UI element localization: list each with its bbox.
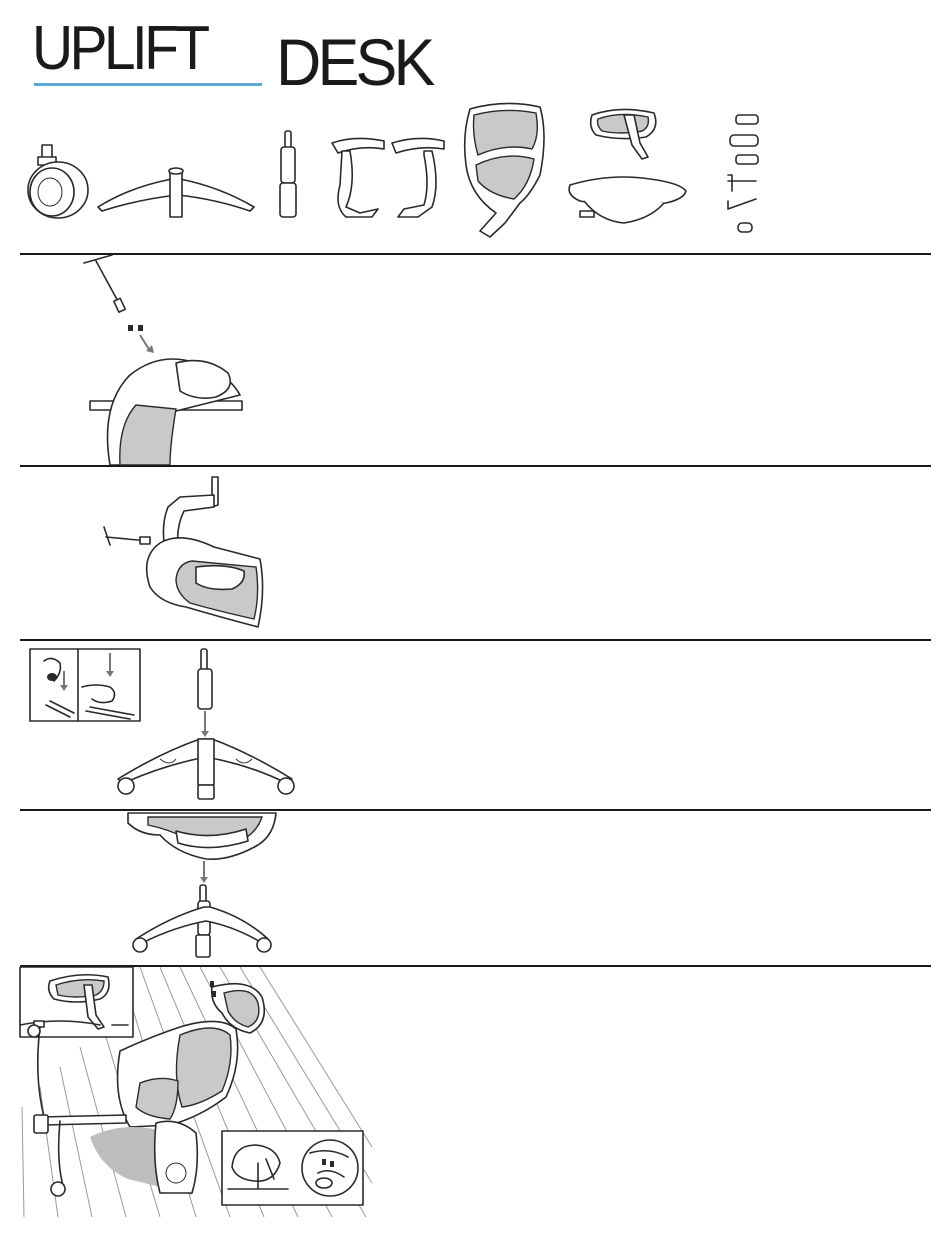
step-2-illustration (0, 467, 950, 639)
gas-cylinder-icon (280, 131, 296, 217)
brand-underline (34, 83, 262, 86)
step-5-illustration (0, 967, 950, 1227)
hardware-icon (728, 115, 758, 232)
step-4-illustration (0, 811, 950, 965)
backrest-icon (465, 103, 544, 237)
step-1-illustration (0, 255, 950, 465)
brand-name-desk: DESK (276, 26, 432, 98)
seat-icon (569, 177, 686, 223)
parts-row (0, 95, 950, 245)
base-icon (98, 168, 254, 217)
step-3-illustration (0, 641, 950, 809)
headrest-icon (591, 109, 656, 159)
brand-name-uplift: UPLIFT (32, 14, 206, 84)
caster-icon (28, 145, 88, 218)
armrests-icon (332, 138, 444, 217)
